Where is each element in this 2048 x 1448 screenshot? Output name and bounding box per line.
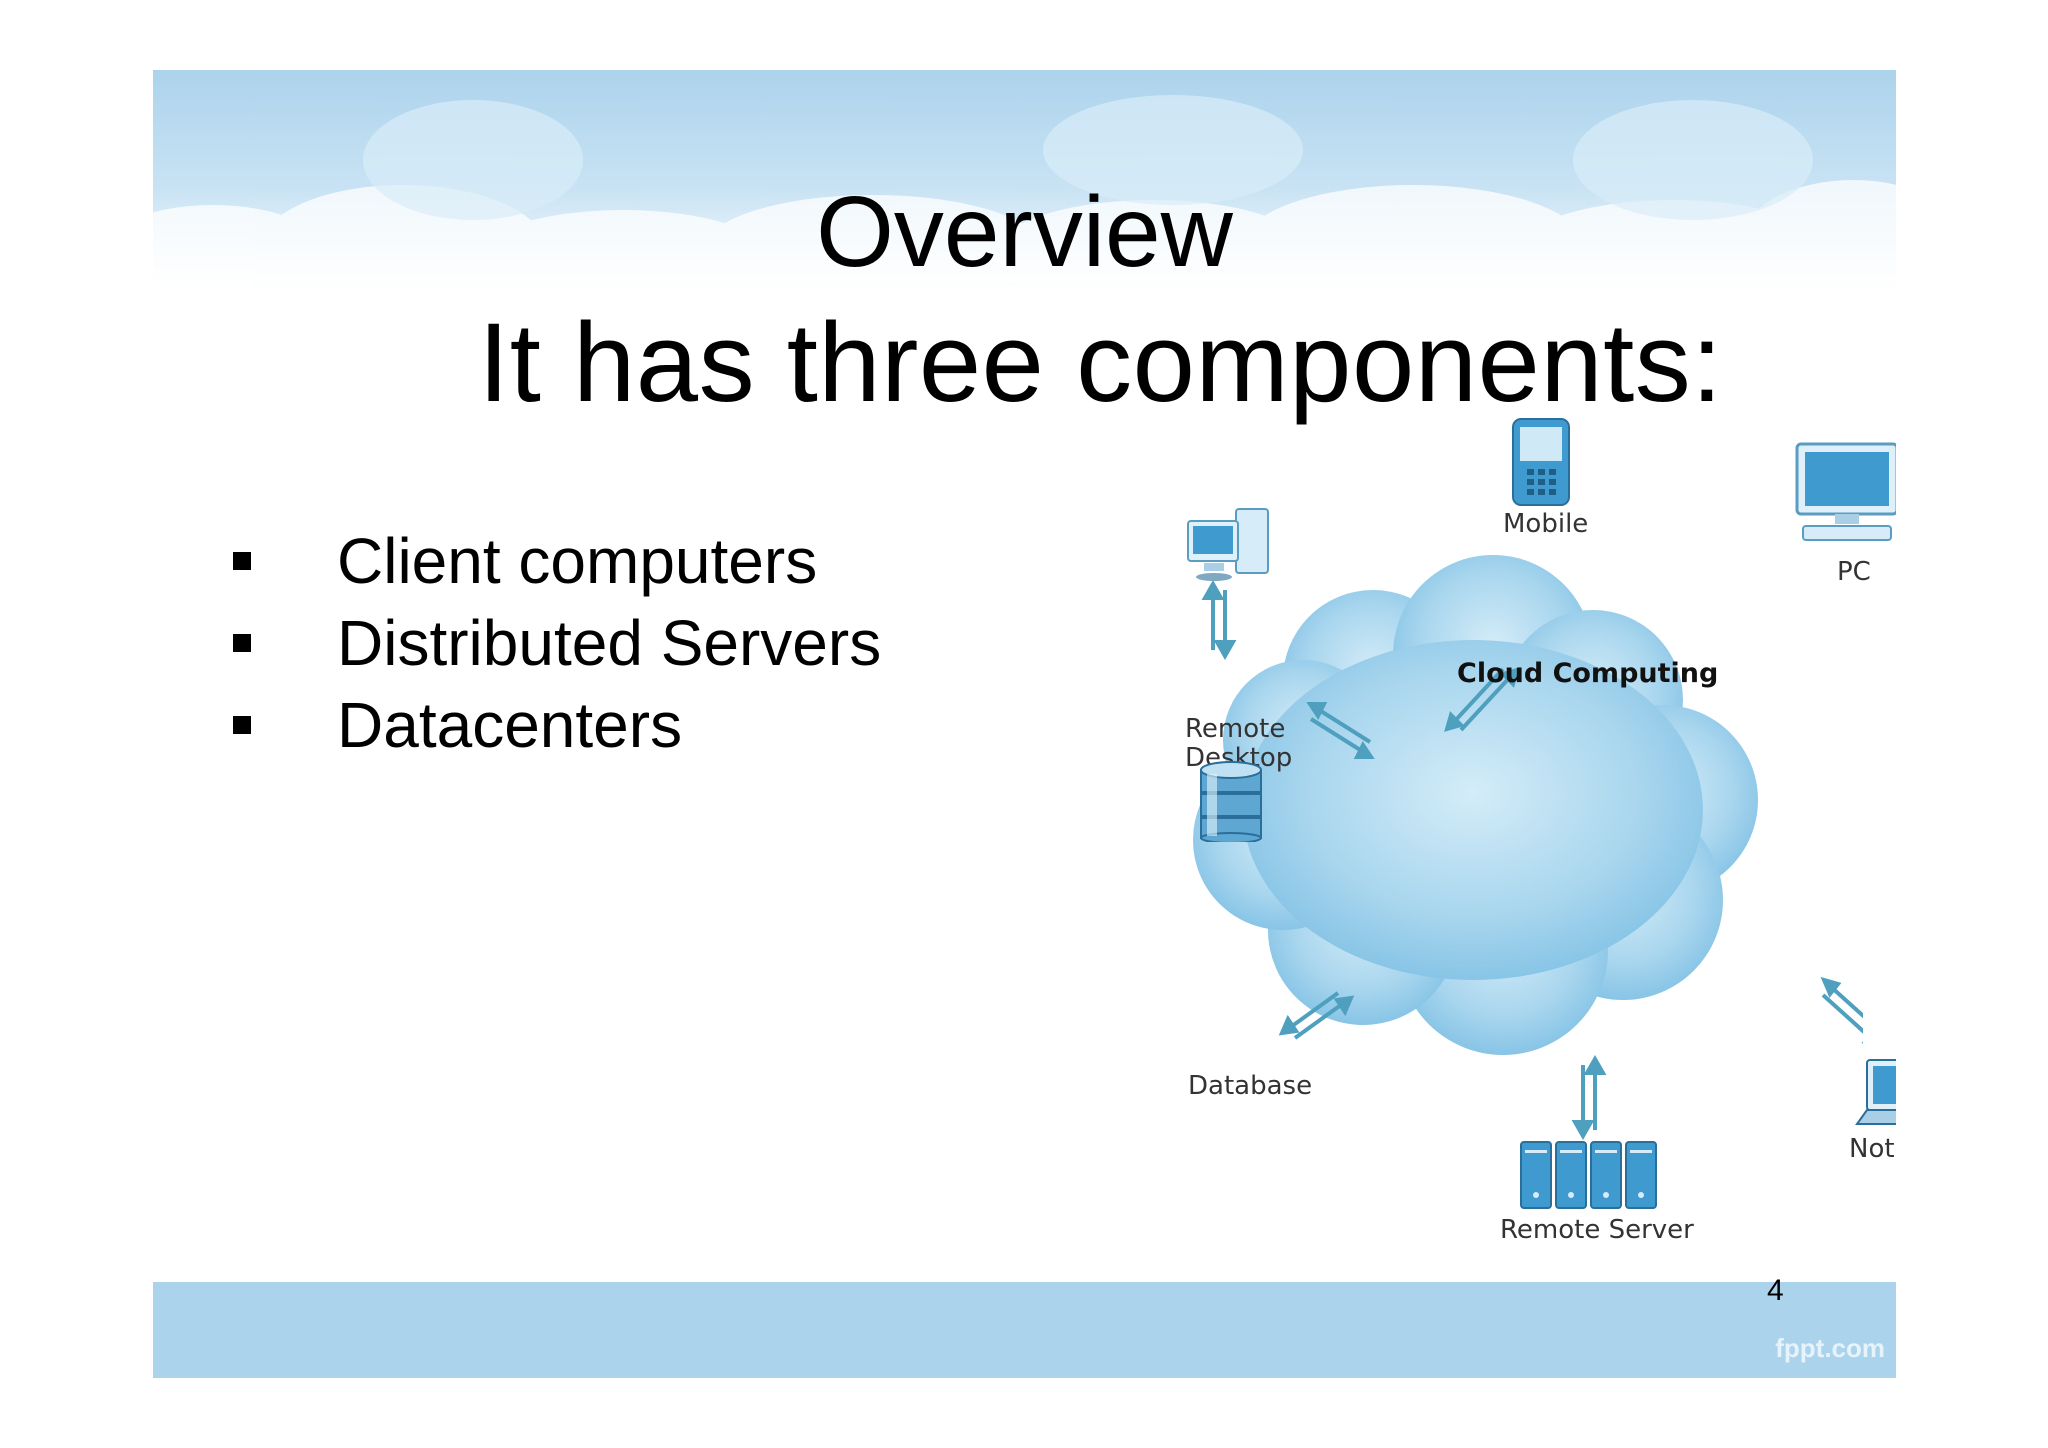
cloud-computing-label: Cloud Computing (1457, 658, 1719, 689)
pc-icon (1795, 442, 1896, 541)
square-bullet-icon (233, 552, 251, 570)
notebook-arrow-icon (1820, 976, 1863, 1044)
list-item: Distributed Servers (233, 602, 881, 684)
footer-bar: fppt.com (153, 1282, 1896, 1378)
remote-server-arrow-icon (1571, 1054, 1607, 1141)
database-label: Database (1188, 1071, 1313, 1101)
database-icon (1200, 761, 1262, 842)
pc-label: PC (1837, 557, 1871, 587)
database-arrow-icon (1278, 991, 1355, 1040)
square-bullet-icon (233, 716, 251, 734)
cloud-shape (1193, 555, 1758, 1055)
slide-subtitle: It has three components: (478, 300, 1723, 425)
square-bullet-icon (233, 634, 251, 652)
remote-desktop-arrow-icon (1306, 702, 1375, 759)
bullet-text: Datacenters (337, 689, 683, 761)
page-number: 4 (1767, 1274, 1784, 1307)
brand-watermark: fppt.com (1775, 1333, 1885, 1363)
bullet-list: Client computers Distributed Servers Dat… (233, 520, 881, 766)
remote-server-label: Remote Server (1500, 1215, 1694, 1245)
sky-cloud-banner (153, 70, 1896, 290)
remote-server-icon (1520, 1141, 1657, 1209)
remote-desktop-label-line1: Remote (1185, 714, 1286, 744)
bullet-text: Distributed Servers (337, 607, 882, 679)
list-item: Client computers (233, 520, 881, 602)
list-item: Datacenters (233, 684, 881, 766)
remote-desktop-label: Remote Desktop (1185, 715, 1292, 772)
remote-desktop-icon (1187, 508, 1269, 581)
mobile-phone-icon (1512, 418, 1570, 506)
cloud-computing-diagram: Cloud Computing Mobile PC (1033, 418, 1896, 1270)
mobile-arrow-icon (1201, 579, 1237, 661)
slide: Overview It has three components: Client… (153, 70, 1896, 1378)
notebook-icon (1855, 1059, 1896, 1125)
slide-title: Overview (816, 176, 1233, 288)
bullet-text: Client computers (337, 525, 818, 597)
mobile-label: Mobile (1503, 509, 1589, 539)
pc-arrow-icon (1444, 667, 1520, 732)
notebook-label: Notebook (1849, 1134, 1896, 1164)
